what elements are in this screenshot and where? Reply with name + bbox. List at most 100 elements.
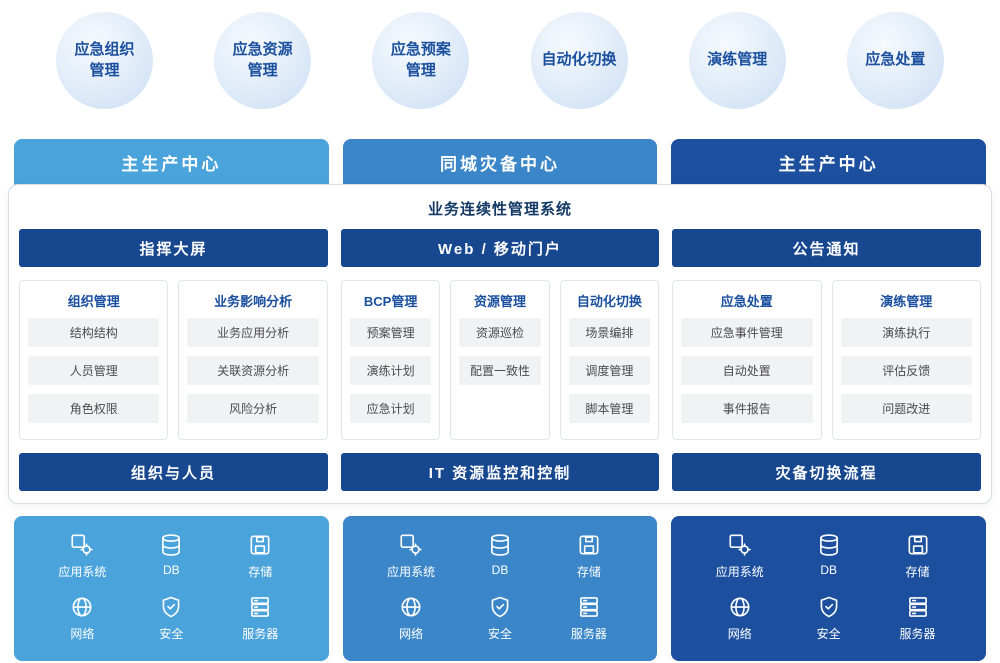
module-card-resource-management: 资源管理 资源巡检 配置一致性 xyxy=(450,280,550,440)
infra-security: 安全 xyxy=(784,594,873,642)
network-icon xyxy=(72,597,92,617)
infra-label: 应用系统 xyxy=(387,565,436,579)
bar-web-mobile-portal: Web / 移动门户 xyxy=(340,229,660,267)
bar-it-monitoring: IT 资源监控和控制 xyxy=(340,453,660,491)
network-icon xyxy=(730,597,750,617)
module-item: 配置一致性 xyxy=(459,356,541,385)
module-items: 资源巡检 配置一致性 xyxy=(451,318,548,385)
module-card-emergency-response: 应急处置 应急事件管理 自动处置 事件报告 xyxy=(672,280,822,440)
system-panel: 业务连续性管理系统 指挥大屏 组织管理 结构结构 人员管理 角色权限 业务影 xyxy=(8,184,992,504)
infra-network: 网络 xyxy=(367,594,456,642)
module-card-bcp: BCP管理 预案管理 演练计划 应急计划 xyxy=(340,280,441,440)
storage-icon xyxy=(908,535,928,555)
module-title: 自动化切换 xyxy=(576,294,642,309)
infra-label: DB xyxy=(162,563,180,577)
cards-row: 应急处置 应急事件管理 自动处置 事件报告 演练管理 演练执行 评估反馈 问题改… xyxy=(672,280,981,440)
db-icon xyxy=(162,534,181,556)
infra-label: 网络 xyxy=(399,627,424,641)
db-icon xyxy=(819,534,838,556)
bar-command-screen: 指挥大屏 xyxy=(19,229,328,267)
module-title: 组织管理 xyxy=(67,294,120,309)
module-card-drill-management: 演练管理 演练执行 评估反馈 问题改进 xyxy=(831,280,981,440)
module-title: 资源管理 xyxy=(473,294,526,309)
bubble-label: 应急处置 xyxy=(865,51,926,69)
module-items: 场景编排 调度管理 脚本管理 xyxy=(561,318,658,423)
infra-label: 存储 xyxy=(905,565,930,579)
module-item: 问题改进 xyxy=(840,394,972,423)
infra-server: 服务器 xyxy=(873,594,962,642)
bubble-emergency-resource: 应急资源 管理 xyxy=(214,12,312,109)
module-item: 演练执行 xyxy=(840,318,972,347)
security-icon xyxy=(491,596,509,618)
group-command: 指挥大屏 组织管理 结构结构 人员管理 角色权限 业务影响分析 业务应用分析 xyxy=(19,229,328,491)
module-item: 事件报告 xyxy=(681,394,813,423)
bubble-label: 应急资源 管理 xyxy=(232,41,293,79)
infra-label: 应用系统 xyxy=(715,565,764,579)
infra-label: 应用系统 xyxy=(58,565,107,579)
security-icon xyxy=(162,596,180,618)
infra-label: 安全 xyxy=(487,627,512,641)
module-card-business-impact: 业务影响分析 业务应用分析 关联资源分析 风险分析 xyxy=(178,280,328,440)
module-item: 风险分析 xyxy=(187,394,319,423)
infrastructure-row: 应用系统 DB 存储 网络 安全 服务器 xyxy=(14,516,986,661)
module-items: 演练执行 评估反馈 问题改进 xyxy=(833,318,980,423)
server-icon xyxy=(579,597,598,617)
module-card-org-management: 组织管理 结构结构 人员管理 角色权限 xyxy=(19,280,169,440)
infra-label: DB xyxy=(820,563,837,577)
infra-label: 安全 xyxy=(816,627,841,641)
infra-label: 存储 xyxy=(248,565,273,579)
module-item: 资源巡检 xyxy=(459,318,541,347)
bar-org-personnel: 组织与人员 xyxy=(19,453,328,491)
group-portal: Web / 移动门户 BCP管理 预案管理 演练计划 应急计划 资源管理 资源 xyxy=(340,229,660,491)
module-item: 结构结构 xyxy=(28,318,160,347)
db-icon xyxy=(491,534,509,556)
infra-panel-main-production-2: 应用系统 DB 存储 网络 安全 服务器 xyxy=(671,516,986,661)
module-items: 预案管理 演练计划 应急计划 xyxy=(342,318,439,423)
app-system-icon xyxy=(729,534,751,556)
infra-label: 服务器 xyxy=(899,627,936,641)
module-title: 应急处置 xyxy=(720,294,773,309)
module-items: 业务应用分析 关联资源分析 风险分析 xyxy=(179,318,326,423)
bar-announcement: 公告通知 xyxy=(672,229,981,267)
module-item: 角色权限 xyxy=(28,394,160,423)
module-item: 业务应用分析 xyxy=(187,318,319,347)
module-item: 关联资源分析 xyxy=(187,356,319,385)
storage-icon xyxy=(250,535,270,555)
module-items: 结构结构 人员管理 角色权限 xyxy=(20,318,167,423)
bubble-label: 演练管理 xyxy=(707,51,768,69)
infra-label: 服务器 xyxy=(570,627,607,641)
cards-row: 组织管理 结构结构 人员管理 角色权限 业务影响分析 业务应用分析 关联资源分析… xyxy=(19,280,328,440)
center-header-main-production-2: 主生产中心 xyxy=(671,139,986,186)
infra-network: 网络 xyxy=(695,594,784,642)
infra-app-system: 应用系统 xyxy=(38,532,127,580)
infra-db: DB xyxy=(784,532,873,580)
infra-app-system: 应用系统 xyxy=(695,532,784,580)
infra-panel-main-production: 应用系统 DB 存储 网络 安全 服务器 xyxy=(14,516,329,661)
module-items: 应急事件管理 自动处置 事件报告 xyxy=(673,318,820,423)
server-icon xyxy=(908,597,927,617)
module-item: 应急事件管理 xyxy=(681,318,813,347)
infra-label: 网络 xyxy=(727,627,752,641)
infra-db: DB xyxy=(127,532,216,580)
infra-security: 安全 xyxy=(127,594,216,642)
bubble-drill-management: 演练管理 xyxy=(688,12,786,109)
module-card-auto-switch: 自动化切换 场景编排 调度管理 脚本管理 xyxy=(559,280,660,440)
system-grid: 指挥大屏 组织管理 结构结构 人员管理 角色权限 业务影响分析 业务应用分析 xyxy=(19,229,981,491)
center-headers-row: 主生产中心 同城灾备中心 主生产中心 xyxy=(14,139,986,186)
infra-label: 服务器 xyxy=(242,627,279,641)
module-item: 自动处置 xyxy=(681,356,813,385)
infra-server: 服务器 xyxy=(216,594,305,642)
group-notice: 公告通知 应急处置 应急事件管理 自动处置 事件报告 演练管理 演练执行 xyxy=(672,229,981,491)
infra-db: DB xyxy=(456,532,545,580)
module-item: 应急计划 xyxy=(349,394,432,423)
module-item: 预案管理 xyxy=(349,318,432,347)
infra-app-system: 应用系统 xyxy=(367,532,456,580)
capability-bubbles-row: 应急组织 管理 应急资源 管理 应急预案 管理 自动化切换 演练管理 应急处置 xyxy=(0,0,1000,109)
infra-storage: 存储 xyxy=(873,532,962,580)
module-item: 评估反馈 xyxy=(840,356,972,385)
infra-panel-same-city-dr: 应用系统 DB 存储 网络 安全 服务器 xyxy=(342,516,658,661)
center-header-main-production: 主生产中心 xyxy=(14,139,329,186)
app-system-icon xyxy=(400,534,422,556)
bubble-emergency-org: 应急组织 管理 xyxy=(56,12,153,109)
